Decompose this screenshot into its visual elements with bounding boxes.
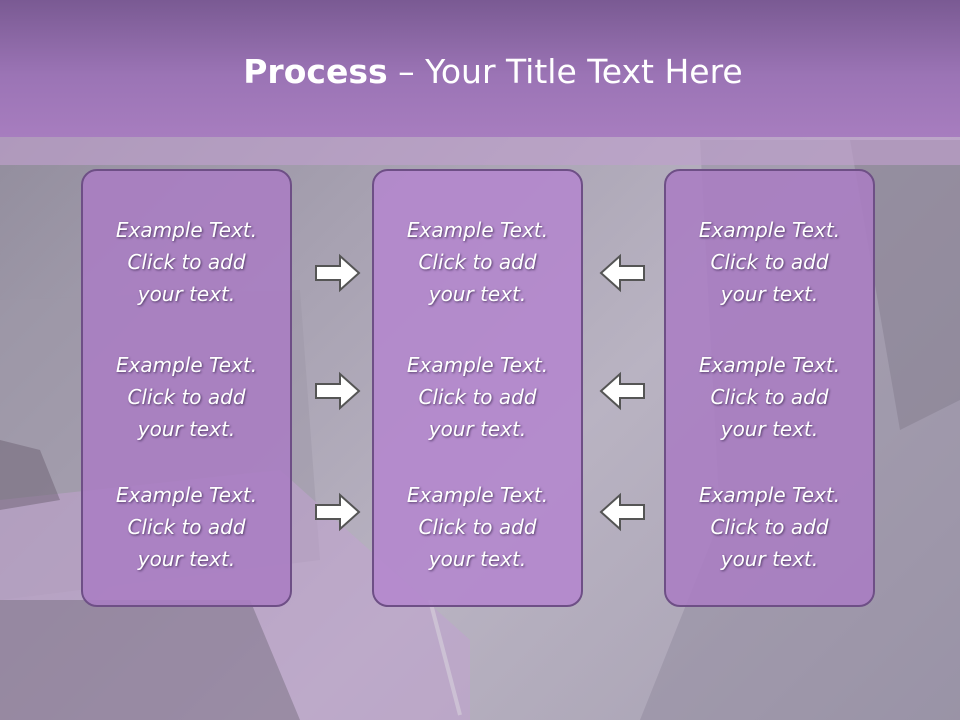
text-line: Example Text. xyxy=(115,483,258,507)
text-line: your text. xyxy=(720,417,819,441)
process-box-right[interactable]: Example Text. Click to add your text. Ex… xyxy=(664,169,875,607)
text-item[interactable]: Example Text. Click to add your text. xyxy=(374,349,581,445)
text-item[interactable]: Example Text. Click to add your text. xyxy=(374,479,581,575)
arrow-right-icon xyxy=(315,371,361,411)
arrow-left-icon xyxy=(599,371,645,411)
text-line: your text. xyxy=(720,547,819,571)
text-line: Click to add xyxy=(710,515,829,539)
title-bold: Process xyxy=(243,52,388,91)
text-line: Click to add xyxy=(418,515,537,539)
title-rest: – Your Title Text Here xyxy=(387,52,743,91)
arrow-right-icon xyxy=(315,253,361,293)
arrow-left-icon xyxy=(599,492,645,532)
text-line: Example Text. xyxy=(406,483,549,507)
text-line: Click to add xyxy=(710,250,829,274)
text-line: Example Text. xyxy=(406,218,549,242)
text-item[interactable]: Example Text. Click to add your text. xyxy=(666,349,873,445)
process-box-middle[interactable]: Example Text. Click to add your text. Ex… xyxy=(372,169,583,607)
text-item[interactable]: Example Text. Click to add your text. xyxy=(83,479,290,575)
text-line: Example Text. xyxy=(698,483,841,507)
text-line: your text. xyxy=(428,547,527,571)
text-line: your text. xyxy=(137,547,236,571)
text-line: Click to add xyxy=(127,385,246,409)
text-line: Example Text. xyxy=(115,218,258,242)
text-line: your text. xyxy=(428,417,527,441)
text-line: Example Text. xyxy=(698,218,841,242)
text-line: your text. xyxy=(428,282,527,306)
text-line: Click to add xyxy=(418,385,537,409)
text-line: Example Text. xyxy=(115,353,258,377)
sub-band xyxy=(0,137,960,165)
arrow-left-icon xyxy=(599,253,645,293)
text-item[interactable]: Example Text. Click to add your text. xyxy=(666,479,873,575)
text-line: Click to add xyxy=(127,250,246,274)
text-line: Example Text. xyxy=(406,353,549,377)
text-item[interactable]: Example Text. Click to add your text. xyxy=(83,349,290,445)
text-line: your text. xyxy=(137,282,236,306)
process-box-left[interactable]: Example Text. Click to add your text. Ex… xyxy=(81,169,292,607)
text-line: your text. xyxy=(720,282,819,306)
text-item[interactable]: Example Text. Click to add your text. xyxy=(374,214,581,310)
page-title[interactable]: Process – Your Title Text Here xyxy=(0,52,960,91)
text-line: Click to add xyxy=(710,385,829,409)
text-line: Click to add xyxy=(127,515,246,539)
text-line: Click to add xyxy=(418,250,537,274)
text-item[interactable]: Example Text. Click to add your text. xyxy=(83,214,290,310)
text-line: Example Text. xyxy=(698,353,841,377)
title-band xyxy=(0,0,960,137)
text-item[interactable]: Example Text. Click to add your text. xyxy=(666,214,873,310)
arrow-right-icon xyxy=(315,492,361,532)
text-line: your text. xyxy=(137,417,236,441)
